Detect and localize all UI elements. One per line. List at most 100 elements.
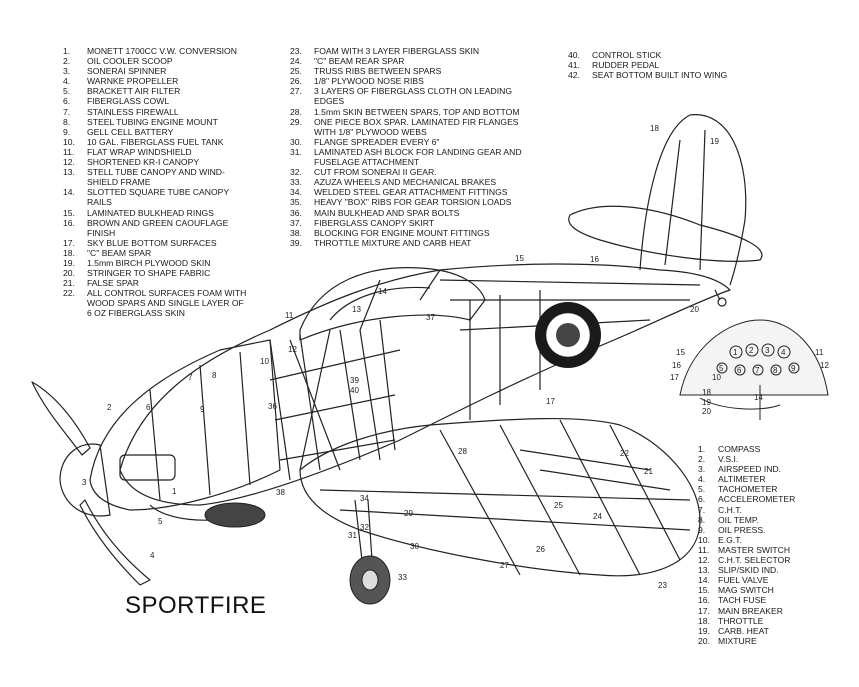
legend-entry-text: ONE PIECE BOX SPAR. LAMINATED FIR FLANGE…	[314, 116, 519, 127]
legend-entry: 17.MAIN BREAKER	[698, 606, 795, 616]
legend-entry-number: 20.	[63, 268, 75, 279]
legend-entry: 7.C.H.T.	[698, 505, 795, 515]
legend-entry: FINISH	[63, 228, 246, 238]
callout-27: 27	[500, 561, 509, 570]
legend-entry: 17.SKY BLUE BOTTOM SURFACES	[63, 238, 246, 248]
legend-entry: EDGES	[290, 96, 522, 106]
panel-callout-15: 15	[676, 348, 685, 357]
legend-entry-number: 16.	[698, 595, 710, 606]
legend-entry-number: 13.	[698, 565, 710, 576]
legend-entry-number: 14.	[63, 187, 75, 198]
legend-entry-number: 16.	[63, 217, 75, 228]
legend-entry-text: STRINGER TO SHAPE FABRIC	[87, 268, 211, 279]
callout-24: 24	[593, 512, 602, 521]
callout-20: 20	[690, 305, 699, 314]
legend-entry-text: MIXTURE	[718, 635, 757, 646]
legend-entry: 16.TACH FUSE	[698, 595, 795, 605]
legend-entry-text: STELL TUBE CANOPY AND WIND-	[87, 167, 225, 178]
landing-gear-leg	[354, 499, 373, 561]
tail-fin-outline	[639, 114, 747, 286]
legend-entry: 6 OZ FIBERGLASS SKIN	[63, 308, 246, 318]
legend-entry: 8.OIL TEMP.	[698, 515, 795, 525]
legend-entry-number	[290, 157, 314, 167]
legend-entry-number: 2.	[63, 56, 71, 67]
legend-entry-text: ALL CONTROL SURFACES FOAM WITH	[87, 288, 247, 299]
legend-entry: 18."C" BEAM SPAR	[63, 248, 246, 258]
callout-32: 32	[360, 523, 369, 532]
legend-entry-number: 40.	[568, 50, 580, 60]
legend-entry-number: 7.	[698, 504, 706, 515]
legend-entry-text: MONETT 1700CC V.W. CONVERSION	[87, 46, 237, 56]
legend-entry-text: CUT FROM SONERAI II GEAR.	[314, 167, 437, 178]
legend-entry-number: 9.	[698, 524, 706, 535]
legend-entry-number: 41.	[568, 60, 580, 71]
legend-entry-text: AIRSPEED IND.	[718, 464, 782, 475]
legend-entry-number: 15.	[698, 585, 710, 596]
legend-entry-text: FIBERGLASS COWL	[87, 96, 170, 107]
spinner-outline	[59, 443, 111, 517]
panel-callout-5: 5	[719, 364, 724, 373]
legend-entry-number: 42.	[568, 70, 580, 81]
legend-entry: 15.LAMINATED BULKHEAD RINGS	[63, 208, 246, 218]
legend-entry-text: TRUSS RIBS BETWEEN SPARS	[314, 66, 442, 77]
legend-entry: 4.ALTIMETER	[698, 474, 795, 484]
callout-31: 31	[348, 531, 357, 540]
legend-entry: 14.FUEL VALVE	[698, 575, 795, 585]
legend-entry: 1.COMPASS	[698, 444, 795, 454]
callout-6: 6	[146, 403, 151, 412]
legend-entry-number: 37.	[290, 217, 302, 228]
legend-entry-text: RAILS	[87, 197, 112, 208]
legend-entry-text: OIL COOLER SCOOP	[87, 56, 173, 67]
legend-entry: 18.THROTTLE	[698, 616, 795, 626]
legend-entry: RAILS	[63, 197, 246, 207]
panel-callout-10: 10	[712, 373, 721, 382]
legend-entry-text: STAINLESS FIREWALL	[87, 106, 179, 117]
legend-entry: 10.E.G.T.	[698, 535, 795, 545]
legend-entry-number: 7.	[63, 106, 71, 117]
callout-8: 8	[212, 371, 217, 380]
panel-callout-20: 20	[702, 407, 711, 416]
legend-entry-text: CONTROL STICK	[592, 50, 662, 60]
callout-11: 11	[285, 311, 294, 320]
legend-entry: 19.1.5mm BIRCH PLYWOOD SKIN	[63, 258, 246, 268]
legend-entry-text: TACHOMETER	[718, 484, 778, 495]
legend-entry-number: 2.	[698, 454, 706, 465]
legend-entry-number	[63, 228, 87, 238]
legend-entry-text: THROTTLE MIXTURE AND CARB HEAT	[314, 237, 472, 248]
legend-entry-text: ACCELEROMETER	[718, 494, 796, 505]
tail-plane-outline	[568, 205, 763, 262]
legend-entry: 15. MAG SWITCH	[698, 585, 795, 595]
legend-entry-text: "C" BEAM SPAR	[87, 247, 152, 258]
legend-entry-text: "C" BEAM REAR SPAR	[314, 56, 405, 67]
legend-entry-text: MAG SWITCH	[718, 585, 774, 596]
panel-callout-19: 19	[702, 398, 711, 407]
legend-entry-number: 12.	[698, 555, 710, 566]
panel-callout-1: 1	[733, 348, 738, 357]
legend-entry-text: HEAVY "BOX" RIBS FOR GEAR TORSION LOADS	[314, 197, 512, 208]
panel-callout-3: 3	[765, 346, 770, 355]
panel-callout-12: 12	[820, 361, 829, 370]
panel-callout-9: 9	[791, 364, 796, 373]
legend-entry-number: 11.	[698, 544, 710, 555]
legend-entry: 19.CARB. HEAT	[698, 626, 795, 636]
legend-entry-text: BLOCKING FOR ENGINE MOUNT FITTINGS	[314, 227, 490, 238]
callout-22: 22	[620, 449, 629, 458]
legend-entry: WITH 1/8" PLYWOOD WEBS	[290, 127, 522, 137]
callout-5: 5	[158, 517, 163, 526]
legend-entry-text: FINISH	[87, 227, 116, 238]
panel-callout-16: 16	[672, 361, 681, 370]
callout-25: 25	[554, 501, 563, 510]
legend-entry: 10.10 GAL. FIBERGLASS FUEL TANK	[63, 137, 246, 147]
legend-entry-number: 13.	[63, 167, 75, 178]
legend-entry: 25.TRUSS RIBS BETWEEN SPARS	[290, 66, 522, 76]
legend-entry-text: WELDED STEEL GEAR ATTACHMENT FITTINGS	[314, 187, 508, 198]
panel-callout-4: 4	[781, 348, 786, 357]
legend-entry-text: FLAT WRAP WINDSHIELD	[87, 146, 192, 157]
legend-entry: 42.SEAT BOTTOM BUILT INTO WING	[568, 70, 727, 80]
legend-entry: 38.BLOCKING FOR ENGINE MOUNT FITTINGS	[290, 228, 522, 238]
propeller-blade-lower	[79, 499, 151, 586]
tire	[204, 502, 266, 528]
legend-entry-text: E.G.T.	[718, 534, 742, 545]
legend-entry-text: SKY BLUE BOTTOM SURFACES	[87, 237, 217, 248]
